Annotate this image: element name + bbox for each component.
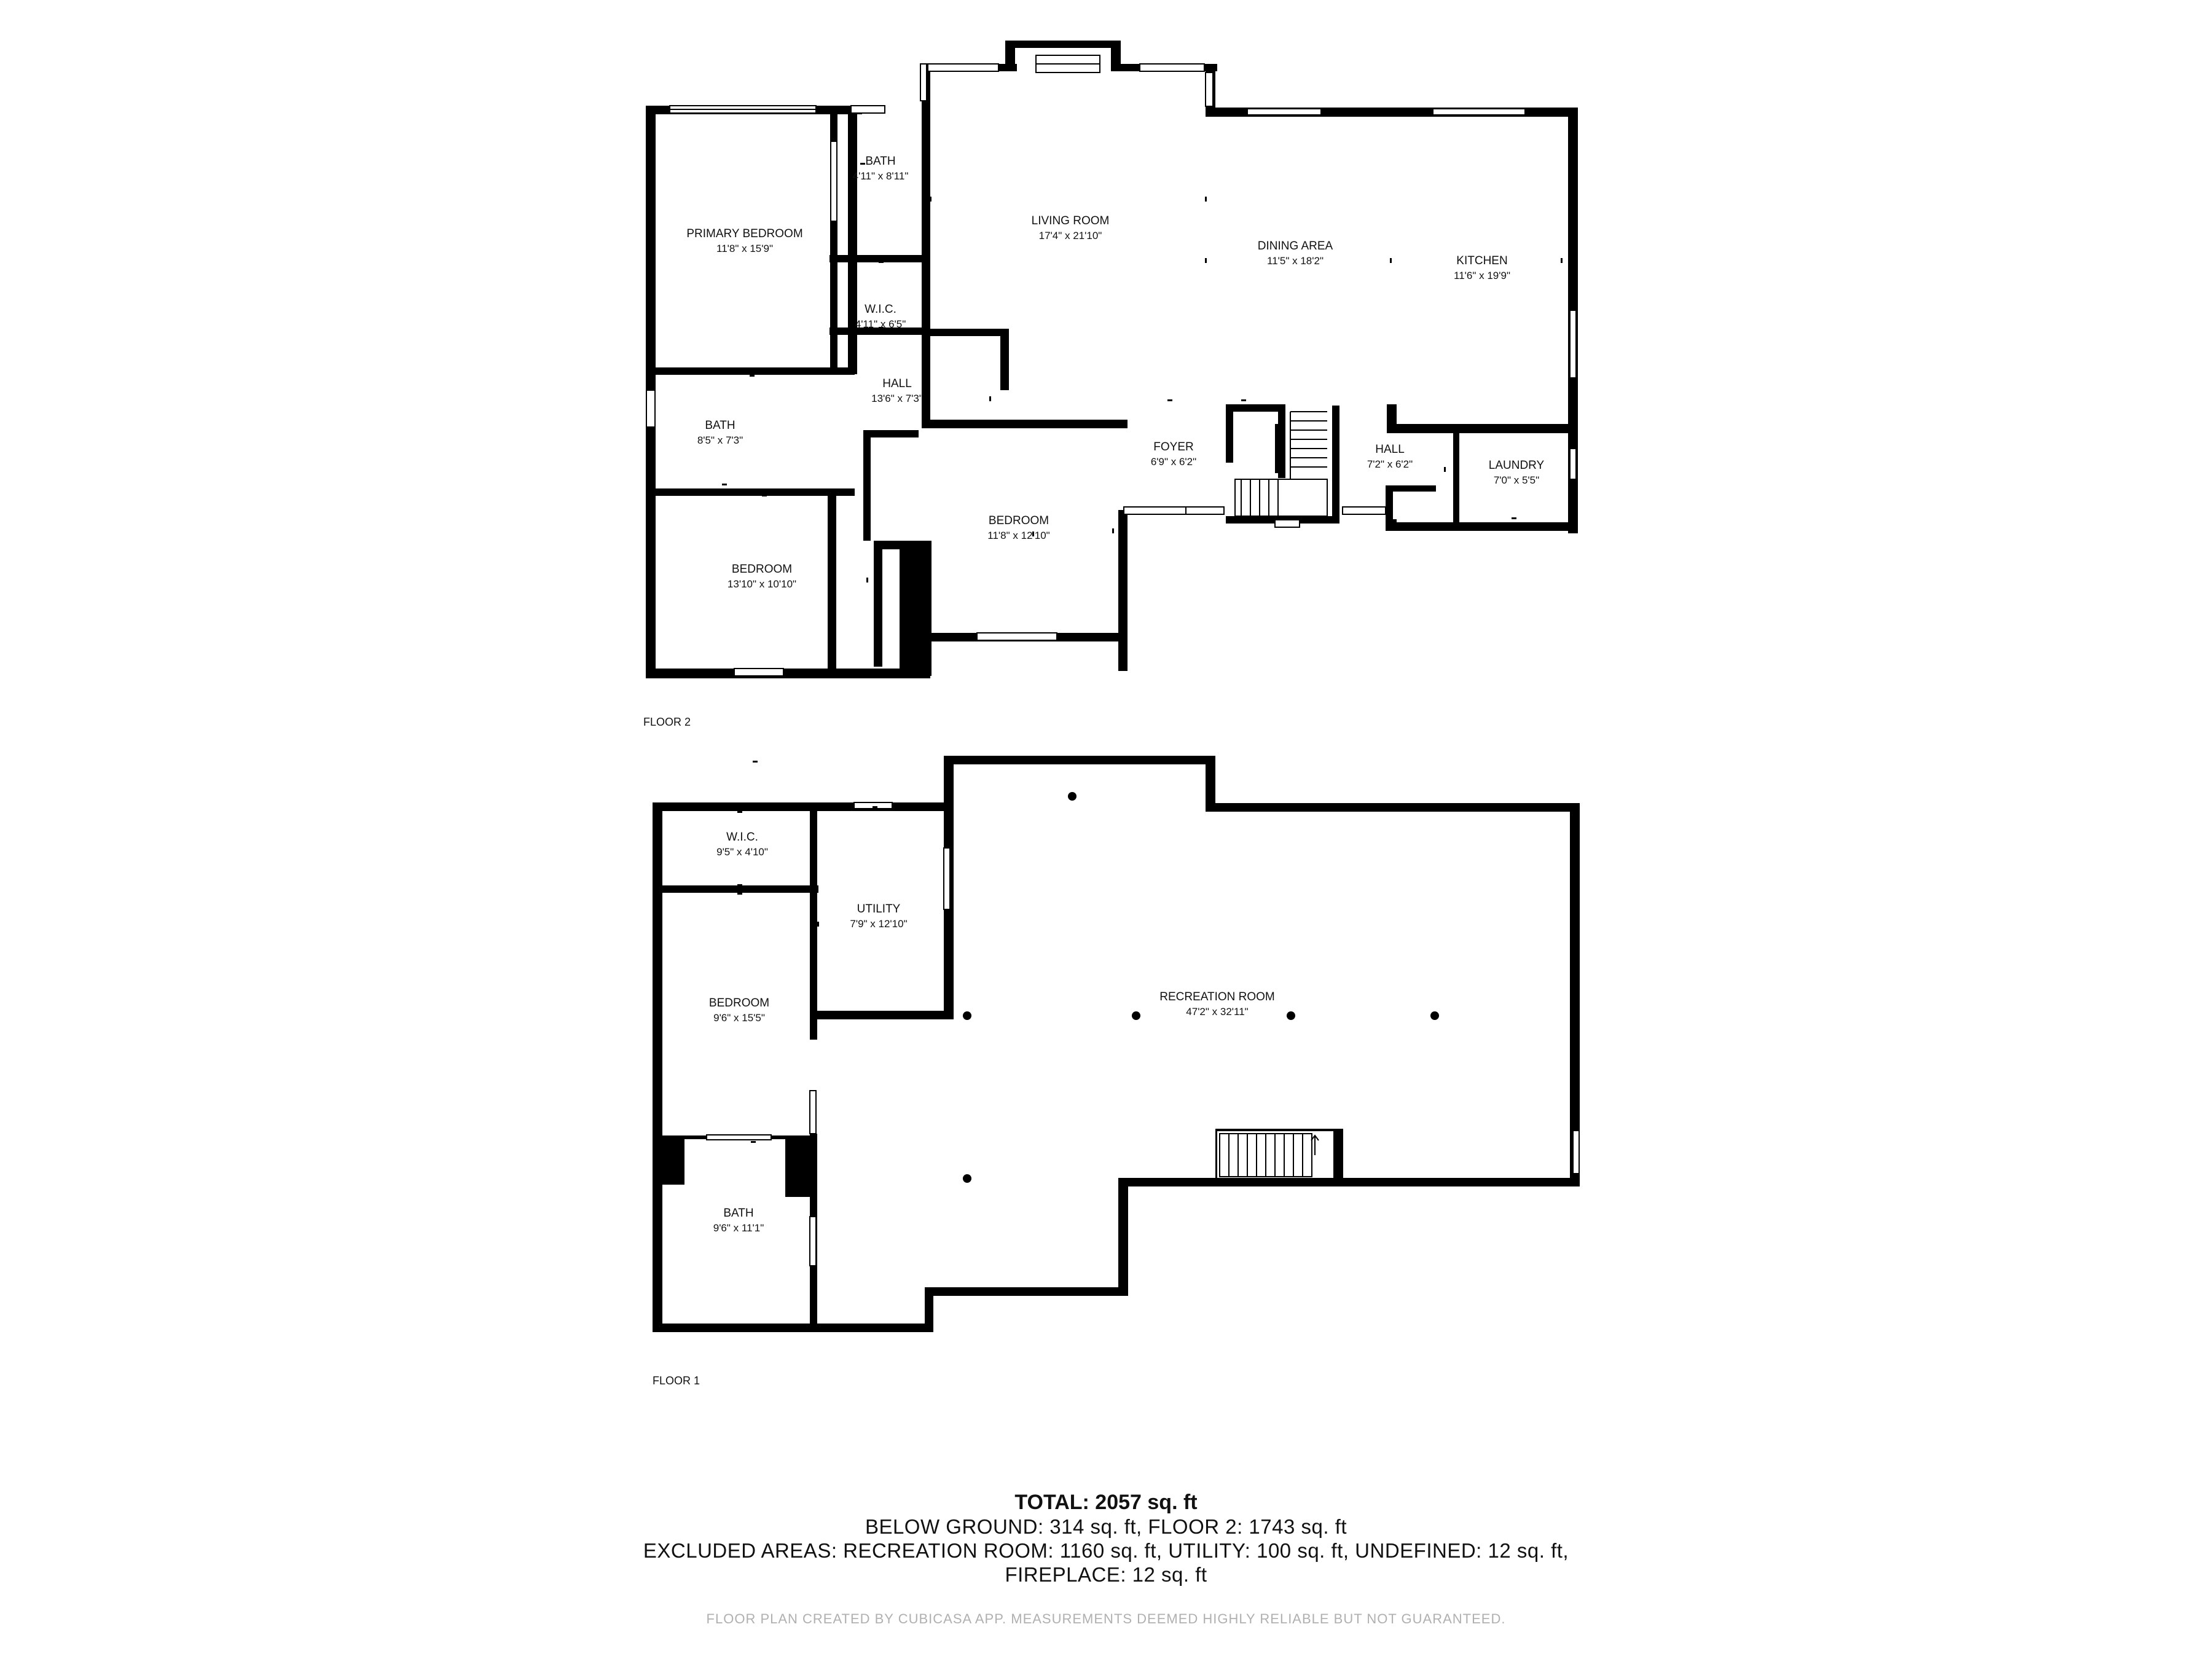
area-summary: TOTAL: 2057 sq. ft BELOW GROUND: 314 sq.… xyxy=(0,1490,2212,1586)
room-name: RECREATION ROOM xyxy=(1159,990,1275,1003)
room-name: DINING AREA xyxy=(1258,240,1333,253)
room-name: LIVING ROOM xyxy=(1032,214,1110,227)
room-dims: 6'9" x 6'2" xyxy=(1151,456,1196,468)
area-line-3: FIREPLACE: 12 sq. ft xyxy=(1005,1563,1207,1586)
room-name: BEDROOM xyxy=(989,514,1049,527)
room-name: LAUNDRY xyxy=(1489,459,1545,472)
room-dims: 11'8" x 15'9" xyxy=(716,243,773,254)
room-dims: 47'2" x 32'11" xyxy=(1186,1006,1248,1018)
area-line-1: BELOW GROUND: 314 sq. ft, FLOOR 2: 1743 … xyxy=(865,1515,1347,1538)
floor-1-room-labels: W.I.C. 9'5" x 4'10" UTILITY 7'9" x 12'10… xyxy=(709,831,1275,1234)
room-dims: 7'0" x 5'5" xyxy=(1494,474,1539,486)
room-dims: 11'5" x 18'2" xyxy=(1267,255,1324,267)
room-dims: 13'10" x 10'10" xyxy=(728,578,796,590)
total-area: TOTAL: 2057 sq. ft xyxy=(1014,1491,1198,1514)
room-dims: 11'6" x 19'9" xyxy=(1454,270,1510,281)
room-dims: 9'5" x 4'10" xyxy=(716,846,768,858)
room-dims: 9'6" x 15'5" xyxy=(713,1012,765,1024)
room-name: HALL xyxy=(1375,443,1405,456)
room-dims: 8'5" x 7'3" xyxy=(697,434,743,446)
room-name: BEDROOM xyxy=(709,997,769,1010)
room-name: W.I.C. xyxy=(865,303,896,316)
room-name: BEDROOM xyxy=(732,563,792,576)
floor-2-plan: FLOOR 2 xyxy=(643,41,1578,728)
room-name: BATH xyxy=(723,1207,753,1220)
room-name: BATH xyxy=(865,155,895,168)
floor-1-label: FLOOR 1 xyxy=(653,1375,700,1387)
room-dims: 13'6" x 7'3" xyxy=(871,393,923,404)
disclaimer-note: FLOOR PLAN CREATED BY CUBICASA APP. MEAS… xyxy=(706,1611,1506,1626)
floor-2-label: FLOOR 2 xyxy=(643,716,691,728)
room-dims: 7'2" x 6'2" xyxy=(1367,458,1413,470)
room-name: BATH xyxy=(705,419,735,432)
room-dims: 4'11" x 8'11" xyxy=(853,170,909,182)
room-dims: 4'11" x 6'5" xyxy=(855,318,906,330)
room-name: KITCHEN xyxy=(1456,254,1507,267)
room-dims: 9'6" x 11'1" xyxy=(713,1222,764,1234)
room-name: UTILITY xyxy=(857,903,901,916)
room-name: HALL xyxy=(882,377,912,390)
room-name: PRIMARY BEDROOM xyxy=(686,227,802,240)
room-dims: 17'4" x 21'10" xyxy=(1039,230,1102,241)
room-dims: 7'9" x 12'10" xyxy=(850,918,907,930)
room-name: W.I.C. xyxy=(726,831,758,844)
area-line-2: EXCLUDED AREAS: RECREATION ROOM: 1160 sq… xyxy=(643,1539,1569,1562)
room-dims: 11'8" x 12'10" xyxy=(987,530,1049,541)
floor-1-plan: FLOOR 1 xyxy=(653,756,1580,1387)
floor-2-room-labels: PRIMARY BEDROOM 11'8" x 15'9" BATH 4'11"… xyxy=(686,155,1544,590)
room-name: FOYER xyxy=(1153,441,1193,453)
